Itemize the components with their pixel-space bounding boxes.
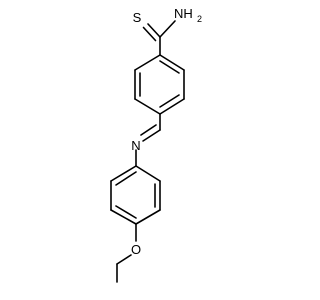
lower-ring-bond <box>110 209 137 225</box>
upper-ring-bond <box>134 98 161 115</box>
molecule-drawing: S NH 2 N O <box>110 6 202 283</box>
imine-double-bond-second <box>140 124 157 136</box>
thioamide-cs-bond <box>147 23 161 38</box>
imine-nitrogen-label: N <box>131 138 140 153</box>
lower-ring-bond <box>135 165 161 182</box>
amide-hydrogen-count: 2 <box>197 14 202 24</box>
lower-ring-bond <box>110 165 137 182</box>
ether-oxygen-label: O <box>131 242 141 257</box>
amide-nitrogen-label: NH <box>174 6 193 21</box>
upper-ring-bond <box>159 54 185 71</box>
imine-double-bond <box>142 129 161 142</box>
upper-ring-bond <box>134 54 161 71</box>
lower-ring-double-bond <box>115 171 137 186</box>
upper-ring-double-bond <box>159 60 180 74</box>
upper-ring-double-bond <box>159 94 180 108</box>
structure-diagram: S NH 2 N O <box>110 6 203 283</box>
thioamide-cs-bond-second <box>142 26 157 42</box>
oxygen-to-ethyl-bond <box>116 254 132 265</box>
lower-ring-bond <box>135 209 161 225</box>
upper-ring-bond <box>159 98 185 115</box>
lower-ring-double-bond <box>115 205 137 219</box>
sulfur-atom-label: S <box>133 10 142 25</box>
thioamide-cn-bond <box>159 20 176 38</box>
